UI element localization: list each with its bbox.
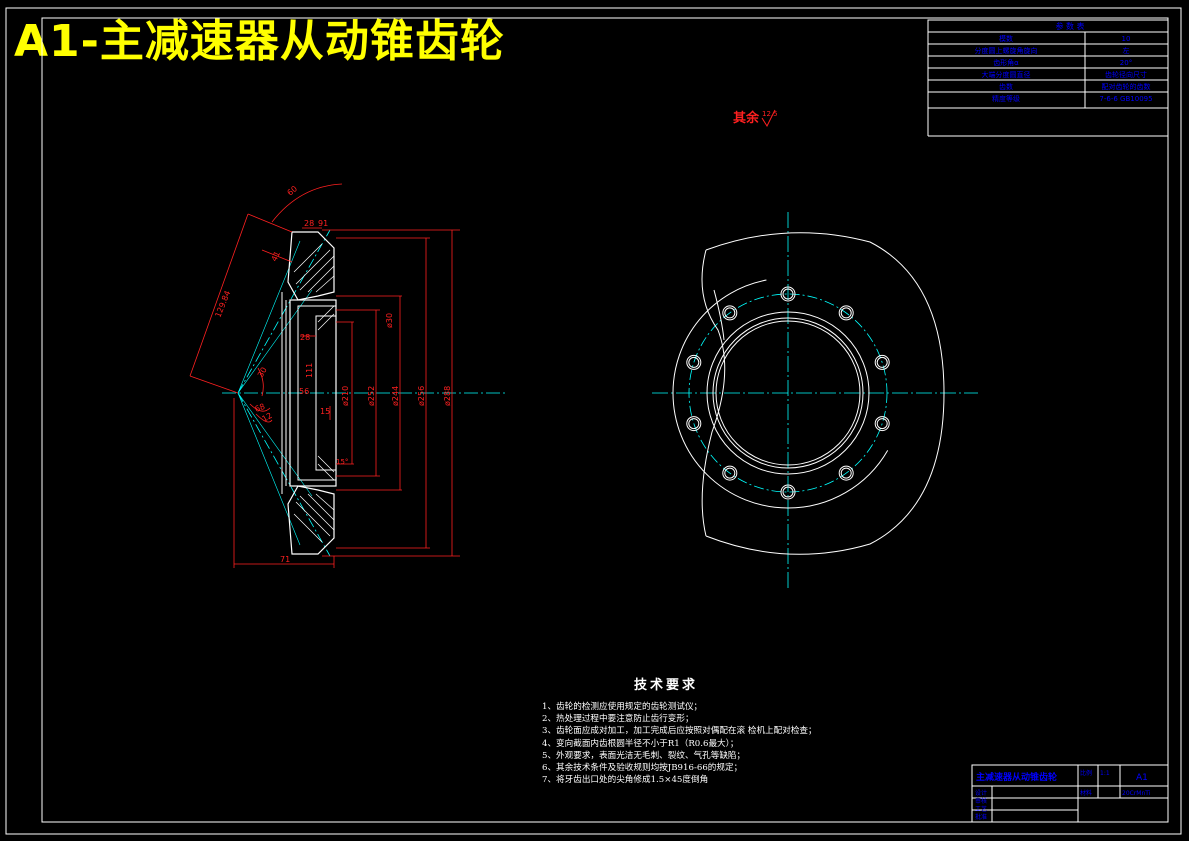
dim-slant-length: 129.84 xyxy=(214,289,233,318)
param-name: 齿形角α xyxy=(993,58,1019,67)
title-block-role: 工艺 xyxy=(975,805,987,813)
technical-requirements-heading: 技术要求 xyxy=(634,678,699,693)
bolt-hole xyxy=(722,465,738,481)
title-block-role: 审核 xyxy=(975,797,987,805)
bolt-hole xyxy=(722,305,738,321)
dim-angle-top: 60 xyxy=(286,184,300,197)
dim-chamfer: 15° xyxy=(336,458,348,466)
technical-requirements: 技术要求 1、齿轮的检测应使用规定的齿轮测试仪； 2、热处理过程中要注意防止齿行… xyxy=(542,674,817,786)
param-name: 精度等级 xyxy=(992,94,1020,103)
bolt-hole xyxy=(688,356,700,368)
dim-111: 111 xyxy=(305,363,314,378)
title-block xyxy=(971,764,1169,823)
dim-28b: 28 xyxy=(300,333,310,342)
title-block-scale-label: 比例 xyxy=(1080,769,1092,777)
requirement-item: 6、其余技术条件及验收规则均按JB916-66的规定； xyxy=(542,763,743,774)
bolt-hole xyxy=(876,418,888,430)
dim-30: ø30 xyxy=(385,313,394,328)
front-view xyxy=(652,212,978,588)
param-table-header: 参 数 表 xyxy=(1055,21,1084,31)
bolt-hole xyxy=(840,307,852,319)
dim-15: 15 xyxy=(320,407,330,416)
dim-angle-12: 12 xyxy=(261,411,274,424)
bolt-hole xyxy=(782,486,794,498)
bolt-hole xyxy=(782,288,794,300)
param-name: 分度圆上螺旋角旋向 xyxy=(975,46,1038,55)
dim-288: ø288 xyxy=(443,386,452,406)
technical-requirements-list: 1、齿轮的检测应使用规定的齿轮测试仪； 2、热处理过程中要注意防止齿行变形； 3… xyxy=(542,701,817,786)
dim-angle-68: 68 xyxy=(254,402,267,414)
bolt-hole xyxy=(874,354,890,370)
requirement-item: 2、热处理过程中要注意防止齿行变形； xyxy=(542,714,694,725)
bolt-hole xyxy=(688,418,700,430)
param-name: 大端分度圆直径 xyxy=(982,70,1031,79)
requirement-item: 1、齿轮的检测应使用规定的齿轮测试仪； xyxy=(542,702,703,712)
param-value: 左 xyxy=(1123,46,1130,55)
bolt-hole xyxy=(724,467,736,479)
param-value: 配对齿轮的齿数 xyxy=(1102,82,1151,91)
dim-91: 91 xyxy=(318,219,328,228)
bolt-hole xyxy=(838,305,854,321)
bolt-hole xyxy=(874,416,890,432)
dim-width-71: 71 xyxy=(280,555,290,564)
bolt-hole xyxy=(876,356,888,368)
param-name: 模数 xyxy=(999,34,1013,43)
inner-frame xyxy=(41,17,1169,823)
bolt-hole xyxy=(780,286,796,302)
surface-roughness-note: 其余 xyxy=(733,110,760,126)
title-block-material-label: 材料 xyxy=(1080,789,1092,797)
dim-28: 28 xyxy=(304,219,314,228)
dim-41: 41 xyxy=(270,250,282,263)
requirement-item: 7、将牙齿出口处的尖角修成1.5×45度倒角 xyxy=(542,775,709,786)
outer-frame xyxy=(5,7,1182,835)
title-block-role: 设计 xyxy=(975,789,987,797)
surface-roughness-value: 12.5 xyxy=(762,110,778,118)
section-view xyxy=(189,183,505,568)
dim-252: ø252 xyxy=(367,386,376,406)
title-block-sheet: A1 xyxy=(1136,773,1148,783)
requirement-item: 3、齿轮面应成对加工，加工完成后应按照对偶配在滚 检机上配对检查； xyxy=(542,726,817,737)
dim-210: ø210 xyxy=(341,386,350,406)
drawing-title: A1-主减速器从动锥齿轮 xyxy=(14,16,505,67)
title-block-role: 批准 xyxy=(975,813,987,821)
requirement-item: 5、外观要求，表面光洁无毛刺、裂纹、气孔等缺陷； xyxy=(542,750,746,761)
bolt-hole xyxy=(724,307,736,319)
bolt-hole xyxy=(838,465,854,481)
bolt-hole xyxy=(780,484,796,500)
bolt-hole xyxy=(686,354,702,370)
bolt-hole xyxy=(840,467,852,479)
param-value: 20° xyxy=(1120,59,1132,67)
param-value: 7-6-6 GB10095 xyxy=(1099,95,1152,103)
param-value: 10 xyxy=(1122,35,1131,43)
dim-244: ø244 xyxy=(391,386,400,406)
roughness-symbol-icon xyxy=(761,109,776,128)
bolt-hole xyxy=(686,416,702,432)
bolt-holes xyxy=(686,286,890,500)
title-block-scale: 1:1 xyxy=(1100,770,1110,777)
requirement-item: 4、变向截面内齿根圆半径不小于R1（R0.6最大）； xyxy=(542,738,739,749)
title-block-material: 20CrMnTi xyxy=(1122,790,1151,797)
dim-56: 56 xyxy=(299,387,309,396)
dim-256: ø256 xyxy=(417,386,426,406)
title-block-name: 主减速器从动锥齿轮 xyxy=(976,771,1057,783)
param-value: 齿轮径向尺寸 xyxy=(1105,70,1147,79)
param-name: 齿数 xyxy=(999,82,1013,91)
dim-angle-30: 30 xyxy=(256,366,269,379)
